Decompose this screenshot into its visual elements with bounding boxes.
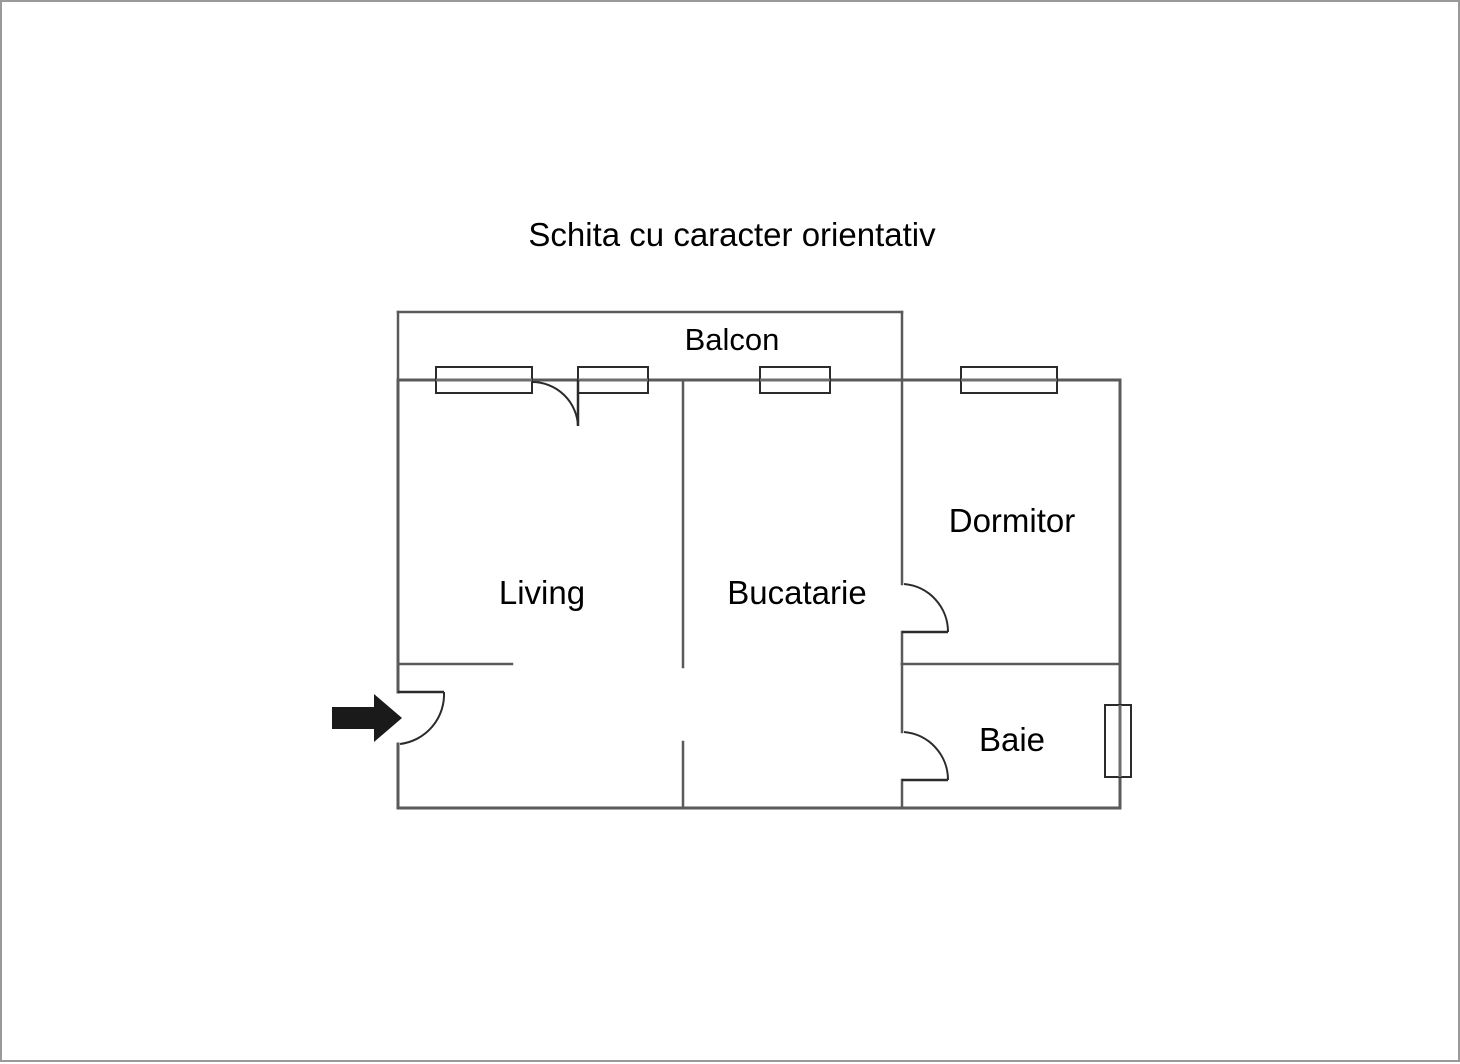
window-dormitor xyxy=(960,366,1058,394)
page-title: Schita cu caracter orientativ xyxy=(528,216,936,253)
room-label-bucatarie: Bucatarie xyxy=(727,574,867,611)
door-dormitor xyxy=(902,583,950,634)
door-baie xyxy=(902,731,950,782)
door-balcony xyxy=(531,380,580,427)
room-label-living: Living xyxy=(498,574,586,611)
window-balcony-door xyxy=(577,366,649,394)
door-entrance xyxy=(398,690,446,745)
window-bucatarie xyxy=(759,366,831,394)
balcony-outline xyxy=(396,310,904,382)
entrance-arrow-icon xyxy=(332,694,402,742)
room-label-dormitor: Dormitor xyxy=(948,502,1076,539)
window-living-left xyxy=(435,366,533,394)
room-label-balcon: Balcon xyxy=(684,322,780,357)
room-label-baie: Baie xyxy=(978,721,1046,758)
window-baie xyxy=(1104,704,1132,778)
